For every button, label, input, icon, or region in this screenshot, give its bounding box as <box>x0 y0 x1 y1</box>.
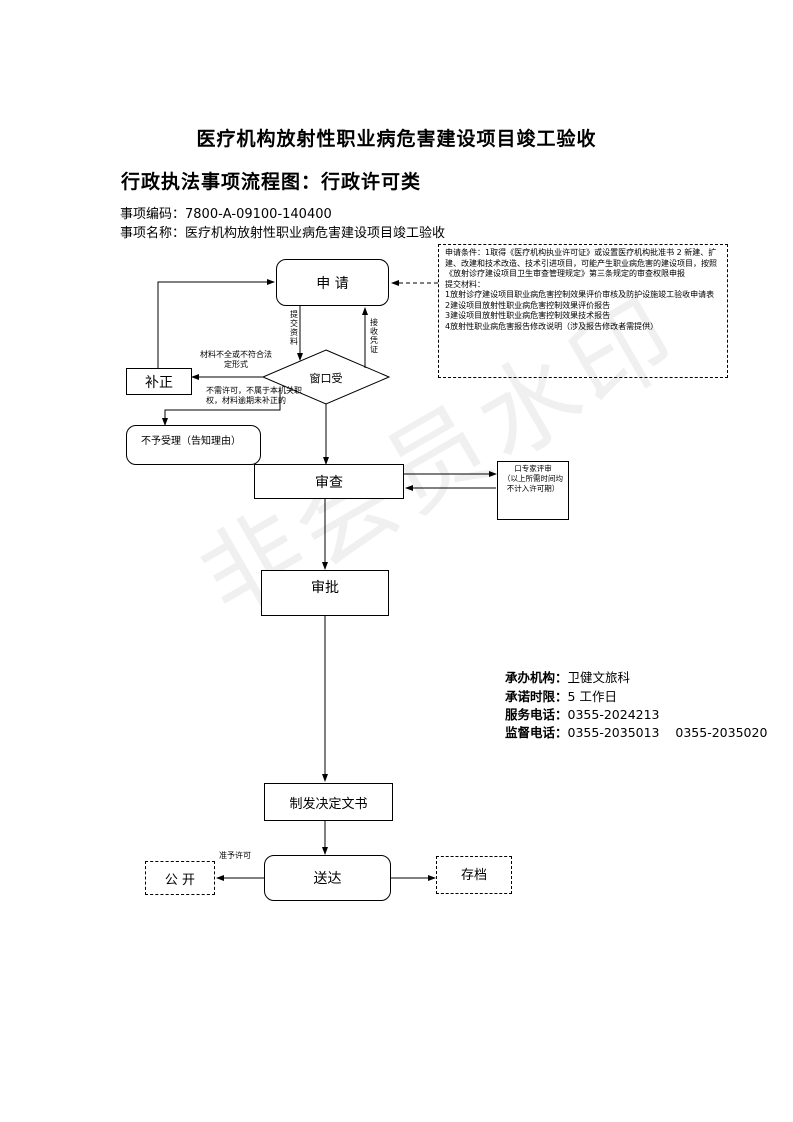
contact-phone: 服务电话：0355-2024213 <box>505 704 660 723</box>
item-code-label: 事项编码： <box>120 207 186 222</box>
note-line: 1放射诊疗建设项目职业病危害控制效果评价审核及防护设施竣工验收申请表 <box>445 290 715 299</box>
node-apply: 申 请 <box>276 259 389 306</box>
item-name: 事项名称：医疗机构放射性职业病危害建设项目竣工验收 <box>120 222 445 241</box>
label-grant: 准予许可 <box>219 851 251 860</box>
contact-time-label: 承诺时限： <box>505 689 568 704</box>
label-not-permit: 不需许可，不属于本机关职权，材料逾期未补正的 <box>206 386 302 405</box>
conditions-notes: 申请条件：1取得《医疗机构执业许可证》或设置医疗机构批准书 2 新建、扩建、改建… <box>438 244 728 378</box>
contact-supervise-label: 监督电话： <box>505 725 568 740</box>
contact-org-value: 卫健文旅科 <box>567 670 631 685</box>
note-line: 申请条件：1取得《医疗机构执业许可证》或设置医疗机构批准书 2 新建、扩建、改建… <box>445 248 717 278</box>
note-line: 4放射性职业病危害报告修改说明（涉及报告修改者需提供） <box>445 321 659 331</box>
node-decision: 制发决定文书 <box>264 783 393 821</box>
arrow-supplement-to-apply <box>157 279 275 368</box>
page-subtitle: 行政执法事项流程图：行政许可类 <box>121 171 422 193</box>
contact-phone-label: 服务电话： <box>505 707 568 722</box>
item-code: 事项编码：7800-A-09100-140400 <box>120 203 332 222</box>
contact-phone-value: 0355-2024213 <box>567 707 660 722</box>
item-name-value: 医疗机构放射性职业病危害建设项目竣工验收 <box>185 226 446 241</box>
label-receipt: 接收凭证 <box>370 318 378 354</box>
node-expert: 口专家评审 （以上所需时间均不计入许可期） <box>497 461 569 520</box>
note-line: 2建设项目放射性职业病危害控制效果评价报告 <box>445 300 611 310</box>
node-review: 审查 <box>254 464 404 499</box>
node-supplement: 补正 <box>126 368 192 395</box>
label-incomplete: 材料不全或不符合法定形式 <box>200 350 272 369</box>
note-line: 提交材料： <box>445 279 485 289</box>
item-name-label: 事项名称： <box>120 226 186 241</box>
node-publish: 公 开 <box>145 861 215 895</box>
item-code-value: 7800-A-09100-140400 <box>185 207 332 222</box>
node-approve: 审批 <box>261 570 389 616</box>
label-submit: 提交资料 <box>290 310 298 346</box>
node-deliver: 送达 <box>264 855 391 901</box>
node-reject: 不予受理（告知理由） <box>126 425 261 465</box>
note-line: 3建设项目放射性职业病危害控制效果技术报告 <box>445 311 611 320</box>
contact-org-label: 承办机构： <box>505 670 568 685</box>
node-archive: 存档 <box>436 856 512 894</box>
contact-supervise-value: 0355-2035013 0355-2035020 <box>567 725 768 740</box>
contact-supervise: 监督电话：0355-2035013 0355-2035020 <box>505 722 767 741</box>
contact-time-value: 5 工作日 <box>567 689 617 704</box>
node-window: 窗口受 <box>309 372 343 385</box>
contact-org: 承办机构：卫健文旅科 <box>505 667 630 686</box>
arrow-window-to-reject <box>162 390 281 426</box>
contact-time: 承诺时限：5 工作日 <box>505 686 617 705</box>
page-title: 医疗机构放射性职业病危害建设项目竣工验收 <box>196 128 597 150</box>
